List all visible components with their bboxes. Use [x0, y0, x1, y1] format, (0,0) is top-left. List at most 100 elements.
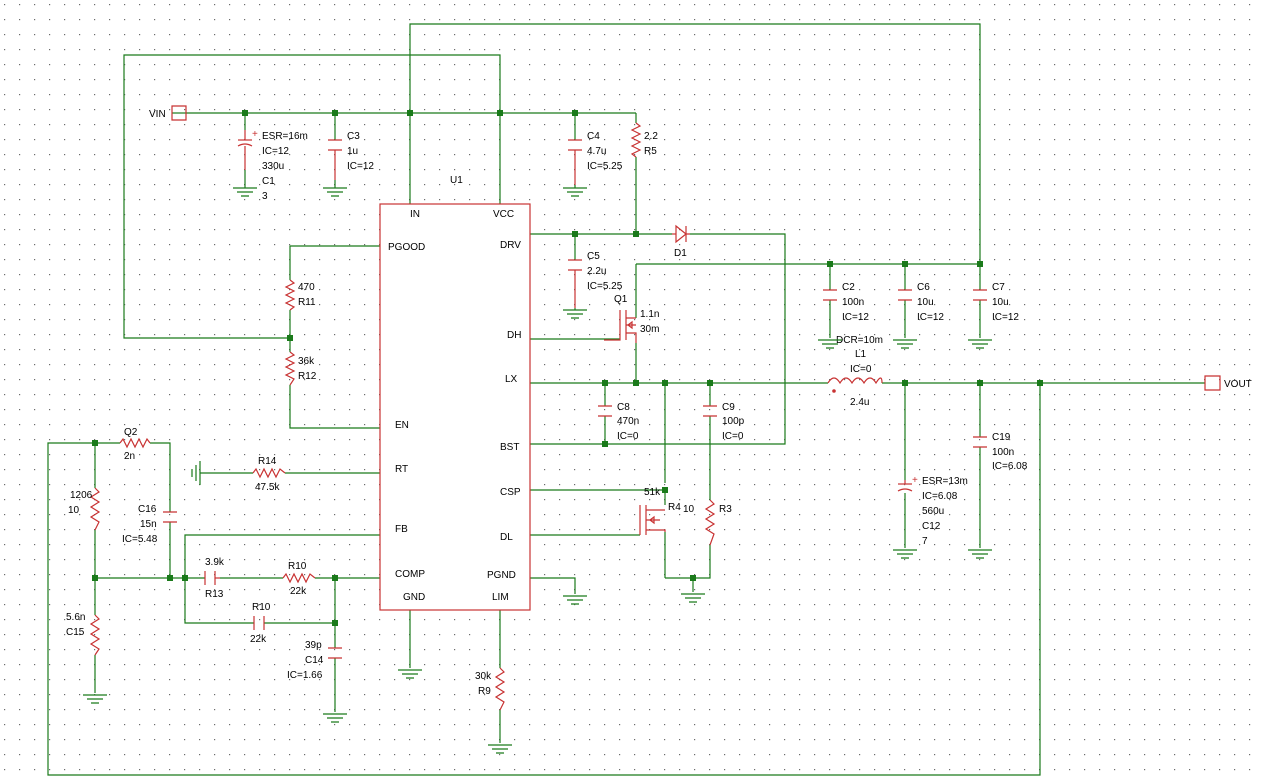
resistor-r4[interactable]: 470 R11: [284, 279, 316, 311]
c12-label-1: IC=6.08: [922, 491, 958, 502]
resistor-r14[interactable]: R14 47.5k: [252, 456, 286, 493]
ic-u1[interactable]: U1 IN VCC PGOOD EN RT FB COMP DRV DH LX …: [379, 175, 531, 611]
c14-label-1: 22k: [250, 634, 267, 645]
capacitor-c4[interactable]: C4 4.7u IC=5.25: [568, 131, 623, 185]
c8-label-0: C8: [617, 402, 630, 413]
vin-port[interactable]: VIN: [149, 105, 187, 121]
ground-icon: [323, 180, 347, 197]
r14-label-0: R14: [258, 456, 277, 467]
capacitor-c13[interactable]: 39p C14 IC=1.66: [287, 640, 342, 681]
c14-label-0: R10: [252, 602, 271, 613]
vout-port-label: VOUT: [1224, 379, 1252, 390]
wires: [47, 23, 1205, 776]
ground-icon: [681, 593, 705, 603]
capacitor-c6[interactable]: C6 10u IC=12: [898, 282, 944, 323]
capacitor-c1[interactable]: + ESR=16m IC=12 330u C1 3: [237, 129, 308, 202]
capacitor-c9[interactable]: C9 100p IC=0: [703, 402, 745, 442]
capacitor-c7[interactable]: C7 10u IC=12: [973, 282, 1019, 323]
c16-label-1: 15n: [140, 519, 157, 530]
resistor-r10[interactable]: R10 22k: [282, 561, 316, 597]
ic-pin-in: IN: [410, 209, 420, 220]
capacitor-c16[interactable]: C16 15n IC=5.48: [122, 504, 177, 545]
q1-label-0: Q1: [614, 294, 628, 305]
capacitor-c15[interactable]: 3.9k R13: [204, 557, 225, 600]
ic-pin-pgnd: PGND: [487, 570, 516, 581]
capacitor-c14[interactable]: R10 22k: [250, 602, 271, 645]
diode-d1[interactable]: D1: [672, 224, 690, 259]
capacitor-c2[interactable]: C2 100n IC=12: [823, 282, 869, 323]
r9-label-0: 30k: [475, 671, 492, 682]
resistor-r9[interactable]: 30k R9: [475, 667, 506, 711]
r13-label-1: C15: [66, 627, 85, 638]
resistor-r3[interactable]: 36k R12: [284, 351, 317, 386]
c15-label-0: 3.9k: [205, 557, 225, 568]
l1-label-0: DCR=10m: [836, 335, 883, 346]
junctions: [92, 110, 1043, 626]
ic-pin-comp: COMP: [395, 569, 425, 580]
r9-label-1: R9: [478, 686, 491, 697]
ground-icon: [323, 713, 347, 723]
r12-label-0: 1206: [70, 490, 93, 501]
resistor-r11[interactable]: Q2 2n: [119, 427, 151, 462]
c7-label-1: 10u: [992, 297, 1009, 308]
ic-pin-bst: BST: [500, 442, 519, 453]
ic-pin-fb: FB: [395, 524, 408, 535]
c12-label-4: 7: [922, 536, 928, 547]
ground-icon: [83, 694, 107, 704]
c4-label-0: C4: [587, 131, 600, 142]
ground-icon: [398, 669, 422, 679]
resistor-r7[interactable]: 10 R3: [683, 499, 732, 546]
capacitor-c8[interactable]: C8 470n IC=0: [598, 402, 639, 442]
c5-label-2: IC=5.25: [587, 281, 623, 292]
capacitor-c19[interactable]: C19 100n IC=6.08: [973, 432, 1028, 472]
r7-label-0: 10: [683, 504, 695, 515]
svg-text:+: +: [252, 129, 258, 140]
c13-label-1: C14: [305, 655, 324, 666]
c3-label-2: IC=12: [347, 161, 374, 172]
ic-pin-gnd: GND: [403, 592, 425, 603]
c13-label-2: IC=1.66: [287, 670, 323, 681]
capacitor-c12[interactable]: + ESR=13m IC=6.08 560u C12 7: [897, 475, 968, 547]
c19-label-0: C19: [992, 432, 1011, 443]
c12-label-2: 560u: [922, 506, 944, 517]
ground-icon: [968, 549, 992, 559]
r14-label-1: 47.5k: [255, 482, 280, 493]
r4-label-0: 470: [298, 282, 315, 293]
ic-pin-lim: LIM: [492, 592, 509, 603]
svg-text:+: +: [912, 475, 918, 486]
inductor-l1[interactable]: DCR=10m L1 IC=0 2.4u: [827, 335, 883, 408]
c2-label-0: C2: [842, 282, 855, 293]
ground-icon: [893, 339, 917, 349]
c5-label-1: 2.2u: [587, 266, 606, 277]
q2-label-0: 51k: [644, 487, 661, 498]
ic-ref-label: U1: [450, 175, 463, 186]
vin-port-label: VIN: [149, 109, 166, 120]
ground-symbols: [83, 170, 992, 754]
resistor-r5[interactable]: 2.2 R5: [630, 122, 658, 158]
q2-label-1: R4: [668, 502, 681, 513]
ic-pin-en: EN: [395, 420, 409, 431]
ground-icon: [563, 308, 587, 319]
capacitor-c5[interactable]: C5 2.2u IC=5.25: [568, 251, 623, 308]
ground-icon: [563, 595, 587, 605]
c2-label-2: IC=12: [842, 312, 869, 323]
ic-pin-dl: DL: [500, 532, 513, 543]
vout-port[interactable]: VOUT: [1204, 375, 1252, 391]
c4-label-2: IC=5.25: [587, 161, 623, 172]
c9-label-1: 100p: [722, 416, 745, 427]
c8-label-1: 470n: [617, 416, 639, 427]
mosfet-q2[interactable]: 51k R4: [639, 487, 681, 535]
c12-label-0: ESR=13m: [922, 476, 968, 487]
q1-label-1: 1.1n: [640, 309, 659, 320]
r10-label-0: R10: [288, 561, 307, 572]
c8-label-2: IC=0: [617, 431, 639, 442]
ground-icon: [563, 185, 587, 197]
resistor-r13[interactable]: 5.6n C15: [66, 612, 101, 656]
mosfet-q1[interactable]: Q1 1.1n 30m: [604, 294, 659, 343]
ic-pin-pgood: PGOOD: [388, 242, 425, 253]
capacitor-c3[interactable]: C3 1u IC=12: [328, 131, 374, 180]
resistor-r12[interactable]: 1206 10: [68, 487, 101, 531]
ic-pin-csp: CSP: [500, 487, 521, 498]
